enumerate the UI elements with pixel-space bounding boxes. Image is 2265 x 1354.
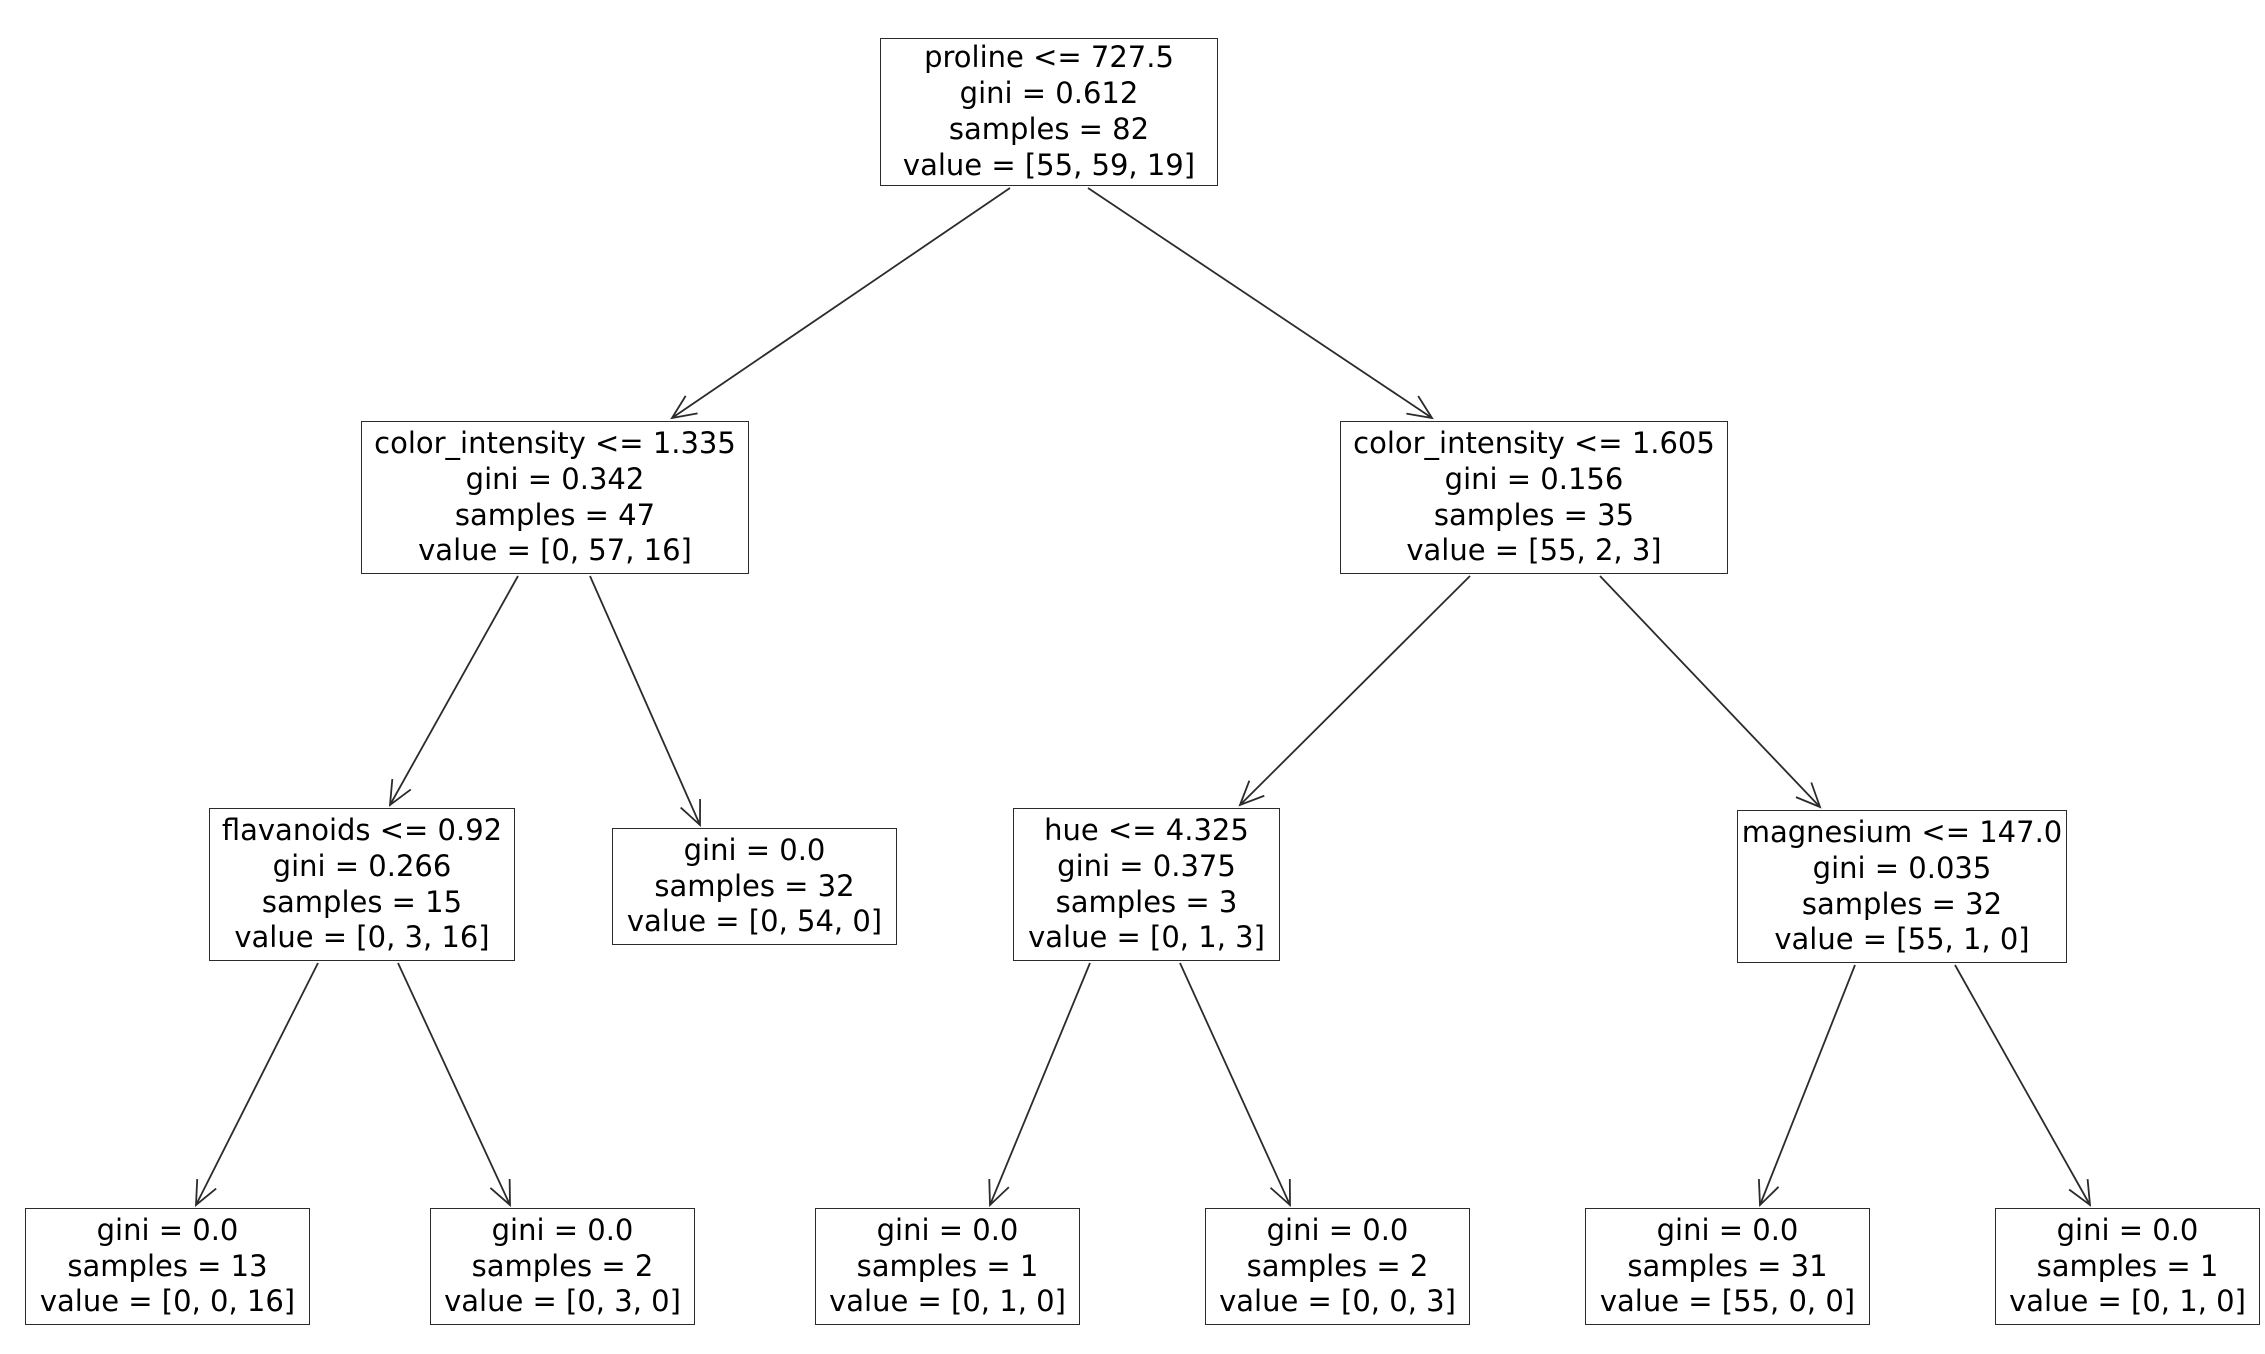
tree-node-text-line: gini = 0.0	[2056, 1212, 2199, 1247]
tree-node-text-line: gini = 0.612	[959, 76, 1139, 111]
tree-node-text-line: samples = 3	[1055, 884, 1238, 919]
arrowhead-icon	[1757, 1178, 1780, 1208]
tree-node-text-line: samples = 32	[654, 868, 855, 903]
tree-edge	[388, 575, 519, 807]
tree-node-text-line: samples = 13	[67, 1248, 268, 1283]
tree-edge	[1954, 964, 2092, 1207]
arrowhead-icon	[489, 1178, 511, 1208]
tree-edge	[1238, 575, 1471, 807]
tree-node-text-line: color_intensity <= 1.605	[1353, 425, 1715, 460]
tree-edge	[1757, 964, 1856, 1208]
tree-node-text-line: value = [0, 0, 16]	[39, 1284, 296, 1319]
tree-node-text-line: gini = 0.0	[1656, 1212, 1799, 1247]
tree-node-text-line: samples = 1	[856, 1248, 1039, 1283]
tree-node-text-line: value = [0, 1, 0]	[829, 1284, 1066, 1319]
tree-node-text-line: value = [55, 1, 0]	[1774, 922, 2030, 957]
arrowhead-icon	[1238, 780, 1265, 807]
arrowhead-icon	[1406, 395, 1434, 420]
tree-node-text-line: color_intensity <= 1.335	[374, 425, 736, 460]
tree-node-text-line: hue <= 4.325	[1044, 812, 1249, 847]
arrowhead-icon	[680, 798, 702, 828]
tree-node-text-line: value = [0, 1, 3]	[1028, 920, 1265, 955]
arrowhead-icon	[2068, 1179, 2092, 1207]
tree-node-text-line: gini = 0.266	[272, 848, 452, 883]
tree-edge	[1179, 962, 1291, 1208]
tree-edge	[397, 962, 511, 1208]
tree-node-text-line: magnesium <= 147.0	[1741, 814, 2063, 849]
tree-edge	[1599, 575, 1822, 809]
tree-edge	[589, 575, 702, 828]
tree-node-text-line: gini = 0.0	[683, 832, 826, 867]
tree-node-text-line: samples = 47	[454, 497, 656, 532]
tree-node-text-line: samples = 2	[1246, 1248, 1429, 1283]
tree-node-text-line: value = [0, 0, 3]	[1219, 1284, 1456, 1319]
tree-node-text-line: gini = 0.0	[876, 1212, 1019, 1247]
arrowhead-icon	[1795, 782, 1822, 809]
tree-node-text-line: gini = 0.035	[1812, 850, 1992, 885]
tree-node-text-line: samples = 32	[1801, 886, 2003, 921]
arrowhead-icon	[670, 395, 698, 420]
tree-node-text-line: samples = 82	[948, 112, 1150, 146]
tree-node-text-line: gini = 0.0	[96, 1212, 239, 1247]
tree-node-text-line: value = [55, 59, 19]	[902, 147, 1196, 182]
tree-node-text-line: gini = 0.0	[1266, 1212, 1409, 1247]
arrowhead-icon	[1269, 1178, 1291, 1208]
tree-node-text-line: gini = 0.342	[465, 461, 645, 496]
arrowhead-icon	[195, 1178, 217, 1207]
tree-node-text-line: samples = 31	[1627, 1248, 1828, 1283]
tree-node-text-line: value = [55, 0, 0]	[1599, 1284, 1856, 1319]
tree-node-text-line: gini = 0.375	[1057, 848, 1236, 883]
tree-node-text-line: gini = 0.156	[1444, 461, 1624, 496]
tree-node-text-line: gini = 0.0	[491, 1212, 634, 1247]
tree-node-text-line: samples = 2	[471, 1248, 654, 1283]
tree-node-text-line: samples = 35	[1433, 497, 1635, 532]
tree-node-text-line: value = [0, 3, 16]	[234, 920, 490, 955]
arrowhead-icon	[388, 779, 412, 807]
arrowhead-icon	[988, 1178, 1010, 1208]
tree-node-text-line: value = [55, 2, 3]	[1406, 533, 1662, 568]
tree-node-text-line: flavanoids <= 0.92	[221, 812, 503, 847]
tree-node-text-line: value = [0, 3, 0]	[444, 1284, 681, 1319]
tree-node-text-line: samples = 15	[261, 884, 463, 919]
tree-node-text-line: value = [0, 54, 0]	[626, 904, 883, 939]
tree-edge	[670, 187, 1011, 420]
tree-edge	[988, 962, 1091, 1208]
tree-node-text-line: samples = 1	[2036, 1248, 2219, 1283]
tree-edge	[195, 962, 319, 1207]
tree-node-text-line: proline <= 727.5	[924, 40, 1174, 75]
tree-node-text-line: value = [0, 1, 0]	[2009, 1284, 2246, 1319]
tree-edge	[1087, 187, 1434, 420]
tree-node-text-line: value = [0, 57, 16]	[418, 533, 692, 568]
